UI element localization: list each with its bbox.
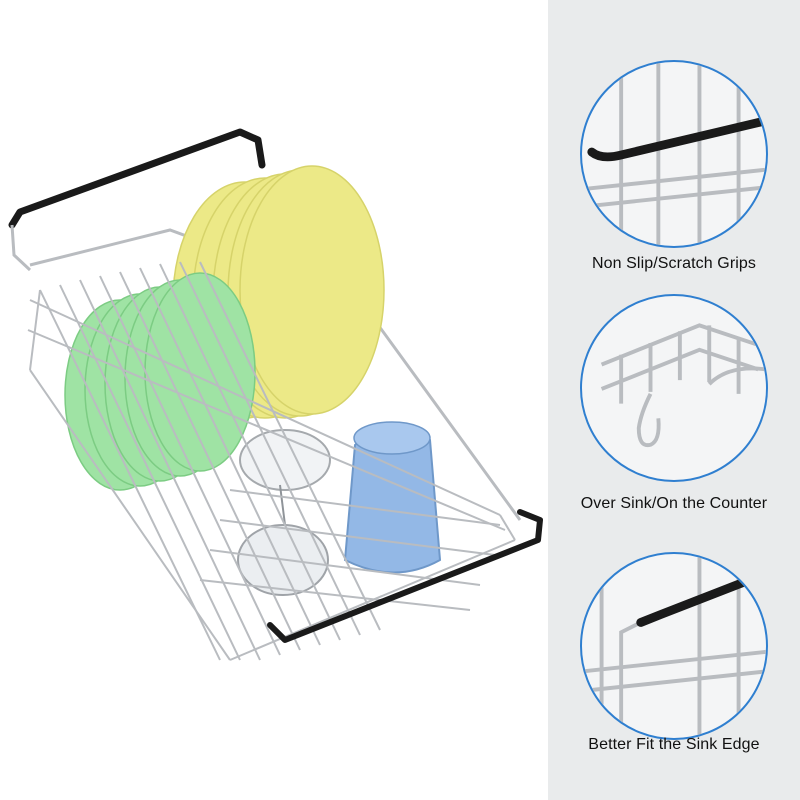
rack-handle-right <box>267 509 543 643</box>
feature-caption: Non Slip/Scratch Grips <box>591 255 757 272</box>
feature-edge: Better Fit the Sink Edge <box>548 540 800 800</box>
grip-closeup-icon <box>580 60 768 248</box>
dish-rack-illustration <box>8 128 543 661</box>
feature-hook: Over Sink/On the Counter <box>548 290 800 540</box>
hook-closeup-icon <box>580 294 768 482</box>
basket-wires <box>27 261 516 661</box>
edge-closeup-icon <box>580 552 768 740</box>
feature-caption: Over Sink/On the Counter <box>580 495 768 512</box>
wine-glass <box>237 429 331 596</box>
feature-grips: Non Slip/Scratch Grips <box>548 0 800 290</box>
green-plates <box>64 272 256 491</box>
feature-caption: Better Fit the Sink Edge <box>588 736 760 753</box>
product-photo-area <box>8 128 543 661</box>
rack-handle-left <box>8 128 266 229</box>
